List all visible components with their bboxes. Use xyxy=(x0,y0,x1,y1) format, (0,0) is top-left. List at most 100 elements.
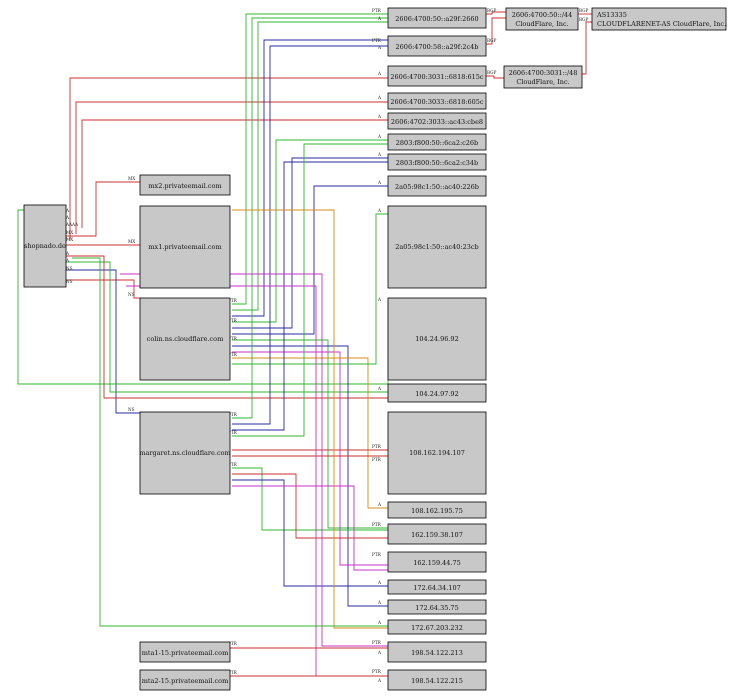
edge-label-ptr: PTR xyxy=(228,670,238,675)
edge-label-a: A xyxy=(377,16,382,21)
node-label: 2a05:98c1:50::ac40:23cb xyxy=(395,243,478,251)
node-ipv6[interactable]: 2803:f800:50::6ca2:c34b xyxy=(387,153,487,171)
node-ipv4[interactable]: 172.64.34.107 xyxy=(387,579,487,595)
node-ipv4[interactable]: 162.159.44.75 xyxy=(387,551,487,573)
node-ipv6[interactable]: 2606:4700:3031::6818:615c xyxy=(387,65,487,87)
edge-a xyxy=(66,261,388,393)
node-ipv6[interactable]: 2a05:98c1:50::ac40:23cb xyxy=(387,205,487,289)
edge-ns xyxy=(66,269,140,414)
edge-label-ns: NS xyxy=(128,292,135,297)
edge-label-ptr: PTR xyxy=(372,38,382,43)
edge-label-a: A xyxy=(377,114,382,119)
edge-label-a: A xyxy=(377,152,382,157)
edge-label-a: A xyxy=(377,600,382,605)
edge-bgp xyxy=(486,75,504,79)
node-ipv6[interactable]: 2606:4702:3033::ac43:cbe8 xyxy=(387,112,487,130)
node-ipv4[interactable]: 104.24.97.92 xyxy=(387,383,487,403)
node-label: 198.54.122.213 xyxy=(411,649,463,657)
node-mx1[interactable]: mx1.privateemail.com xyxy=(139,205,231,289)
node-mta1[interactable]: mta1-15.privateemail.com xyxy=(139,641,231,663)
node-ipv6[interactable]: 2606:4700:58::a29f:2c4b xyxy=(387,35,487,57)
edge-bgp xyxy=(486,17,506,45)
node-ipv4[interactable]: 198.54.122.215 xyxy=(387,669,487,691)
edge-label-ptr: PTR xyxy=(372,552,382,557)
node-label: 2803:f800:50::6ca2:c34b xyxy=(396,159,478,167)
edge-a xyxy=(232,143,388,437)
node-label: 198.54.122.215 xyxy=(411,677,463,685)
node-label: shopnado.de xyxy=(24,242,66,250)
node-colin[interactable]: colin.ns.cloudflare.com xyxy=(139,297,231,381)
edge-label-a: A xyxy=(377,580,382,585)
edge-label-bgp: BGP xyxy=(487,70,497,75)
edge-label-a: A xyxy=(377,502,382,507)
edge-label-a: A xyxy=(65,258,70,263)
edge-label-a: A xyxy=(65,251,70,256)
edge-label-ptr: PTR xyxy=(228,641,238,646)
node-ipv6[interactable]: 2a05:98c1:50::ac40:226b xyxy=(387,175,487,197)
node-ipv6[interactable]: 2606:4700:50::a29f:2660 xyxy=(387,7,487,29)
node-as[interactable]: AS13335 CLOUDFLARENET-AS CloudFlare, Inc… xyxy=(591,7,727,31)
node-label: mx2.privateemail.com xyxy=(148,182,221,190)
node-label: colin.ns.cloudflare.com xyxy=(147,335,223,343)
node-label: mta1-15.privateemail.com xyxy=(142,649,229,657)
node-ipv4[interactable]: 108.162.194.107 xyxy=(387,411,487,495)
edge-a xyxy=(232,13,388,305)
edge-aaaa xyxy=(232,157,388,329)
edge-label-a: A xyxy=(65,215,70,220)
node-margaret[interactable]: margaret.ns.cloudflare.com xyxy=(139,411,231,495)
edge-a xyxy=(232,485,388,571)
node-label: 108.162.194.107 xyxy=(409,449,465,457)
node-label: 2606:4700:50::/44 xyxy=(512,11,573,19)
edge-bgp xyxy=(582,21,592,75)
edge-a xyxy=(232,467,388,531)
edge-mx xyxy=(66,181,140,237)
node-ipv4[interactable]: 108.162.195.75 xyxy=(387,501,487,519)
node-mta2[interactable]: mta2-15.privateemail.com xyxy=(139,669,231,691)
edge-label-aaaa: AAAA xyxy=(65,222,79,227)
edge-a xyxy=(232,209,388,629)
edge-label-ptr: PTR xyxy=(372,640,382,645)
node-network[interactable]: 2606:4700:3031::/48 CloudFlare, Inc. xyxy=(503,65,583,89)
edge-a xyxy=(232,479,388,587)
node-label: 172.67.203.232 xyxy=(411,624,463,632)
edge-a xyxy=(232,213,388,365)
node-ipv4[interactable]: 172.64.35.75 xyxy=(387,599,487,615)
node-label: 2606:4702:3033::ac43:cbe8 xyxy=(391,118,483,126)
edge-label-bgp: BGP xyxy=(579,17,589,22)
edge-aaaa xyxy=(69,77,388,240)
edge-label-a: A xyxy=(377,650,382,655)
node-label: 2606:4700:3033::6818:605c xyxy=(390,98,484,106)
node-label: 108.162.195.75 xyxy=(411,507,463,515)
edge-aaaa xyxy=(232,39,388,317)
node-ipv4[interactable]: 198.54.122.213 xyxy=(387,641,487,663)
edge-label-a: A xyxy=(377,678,382,683)
node-label: mta2-15.privateemail.com xyxy=(142,677,229,685)
node-label: AS13335 xyxy=(596,11,627,19)
edge-label-ptr: PTR xyxy=(228,412,238,417)
node-label: margaret.ns.cloudflare.com xyxy=(139,449,230,457)
edge-label-bgp: BGP xyxy=(579,8,589,13)
edge-a xyxy=(232,339,388,529)
node-label: 2606:4700:3031::6818:615c xyxy=(390,73,484,81)
edge-label-mx: MX xyxy=(128,176,135,181)
node-ipv4[interactable]: 162.159.38.107 xyxy=(387,523,487,545)
edge-label-a: A xyxy=(65,208,70,213)
edge-label-a: A xyxy=(377,297,382,302)
edge-bgp xyxy=(486,11,506,15)
node-label: 162.159.44.75 xyxy=(413,559,461,567)
edge-label-a: A xyxy=(377,45,382,50)
node-mx2[interactable]: mx2.privateemail.com xyxy=(139,174,231,196)
node-ipv4[interactable]: 104.24.96.92 xyxy=(387,297,487,381)
node-domain[interactable]: shopnado.de xyxy=(23,204,67,288)
edge-label-a: A xyxy=(377,620,382,625)
edge-label-ptr: PTR xyxy=(228,298,238,303)
edge-label-a: A xyxy=(377,180,382,185)
edge-label-bgp: BGP xyxy=(487,38,497,43)
node-ipv6[interactable]: 2803:f800:50::6ca2:c26b xyxy=(387,133,487,151)
node-network[interactable]: 2606:4700:50::/44 CloudFlare, Inc. xyxy=(505,7,579,31)
node-ipv4[interactable]: 172.67.203.232 xyxy=(387,619,487,635)
node-ipv6[interactable]: 2606:4700:3033::6818:605c xyxy=(387,92,487,110)
node-label: CloudFlare, Inc. xyxy=(515,20,568,28)
edge-label-ptr: PTR xyxy=(228,430,238,435)
